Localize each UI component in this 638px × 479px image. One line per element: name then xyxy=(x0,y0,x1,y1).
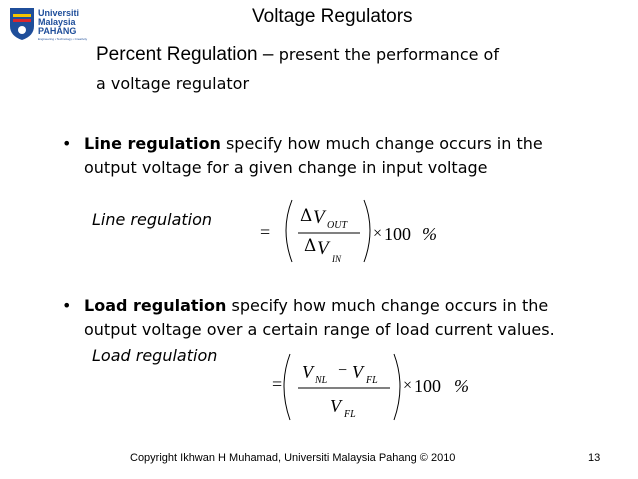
bullet-text: Line regulation specify how much change … xyxy=(84,132,543,180)
bullet-dot: • xyxy=(62,296,72,315)
footer-copyright: Copyright Ikhwan H Muhamad, Universiti M… xyxy=(130,452,456,464)
eq2-left-paren xyxy=(283,353,291,421)
eq1-num-var: V xyxy=(313,207,327,228)
page-number: 13 xyxy=(588,452,601,464)
eq1-left-paren xyxy=(285,199,293,263)
bullet-bold-term: Line regulation xyxy=(84,134,221,153)
eq2-den-var: V xyxy=(330,396,343,416)
subtitle-dash: – xyxy=(257,44,279,65)
university-logo: Universiti Malaysia PAHANG Engineering •… xyxy=(10,8,88,41)
bullet-bold-term: Load regulation xyxy=(84,296,227,315)
bullet-text: Load regulation specify how much change … xyxy=(84,294,555,342)
eq1-num-sub: OUT xyxy=(327,220,348,231)
eq2-right-paren xyxy=(393,353,401,421)
eq2-num-sub-1: NL xyxy=(314,375,328,386)
eq2-minus: − xyxy=(338,362,347,379)
eq2-factor: 100 xyxy=(414,376,441,396)
bullet-line-1: Load regulation specify how much change … xyxy=(84,294,555,318)
eq2-num-var-1: V xyxy=(302,362,315,382)
bullet-line-2: output voltage for a given change in inp… xyxy=(84,158,488,177)
eq2-equals: = xyxy=(272,374,282,394)
line-regulation-equation: = Δ V OUT Δ V IN × 100 % xyxy=(260,199,437,264)
logo-line-3: PAHANG xyxy=(38,26,76,36)
eq1-den-var: V xyxy=(317,238,331,259)
logo-emblem xyxy=(10,8,34,40)
eq1-right-paren xyxy=(363,199,371,263)
eq2-den-sub: FL xyxy=(343,409,356,420)
eq1-factor: 100 xyxy=(384,224,411,244)
load-regulation-label: Load regulation xyxy=(92,346,218,365)
load-regulation-equation: = V NL − V FL V FL × 100 % xyxy=(272,353,469,421)
eq1-den-sub: IN xyxy=(331,254,342,264)
eq1-percent: % xyxy=(422,224,437,244)
logo-line-1: Universiti xyxy=(38,8,79,18)
eq1-equals: = xyxy=(260,222,270,242)
subtitle-line-2: a voltage regulator xyxy=(96,74,250,93)
subtitle-line-1: Percent Regulation – present the perform… xyxy=(96,44,499,66)
subtitle-heading: Percent Regulation xyxy=(96,44,258,65)
eq2-num-sub-2: FL xyxy=(365,375,378,386)
subtitle-rest: present the performance of xyxy=(278,45,499,64)
bullet-line-1-rest: specify how much change occurs in the xyxy=(220,134,543,153)
bullet-dot: • xyxy=(62,134,72,153)
logo-line-2: Malaysia xyxy=(38,17,77,27)
line-regulation-label: Line regulation xyxy=(92,210,213,229)
logo-tagline: Engineering • Technology • Creativity xyxy=(38,37,88,41)
eq1-delta-den: Δ xyxy=(304,236,316,256)
eq1-times: × xyxy=(373,225,382,242)
bullet-line-1-rest: specify how much change occurs in the xyxy=(226,296,549,315)
bullet-line-1: Line regulation specify how much change … xyxy=(84,132,543,156)
eq1-delta-num: Δ xyxy=(300,206,312,226)
eq2-times: × xyxy=(403,377,412,394)
bullet-line-2: output voltage over a certain range of l… xyxy=(84,320,555,339)
slide-title: Voltage Regulators xyxy=(252,6,413,27)
eq2-percent: % xyxy=(454,376,469,396)
eq2-num-var-2: V xyxy=(352,362,365,382)
